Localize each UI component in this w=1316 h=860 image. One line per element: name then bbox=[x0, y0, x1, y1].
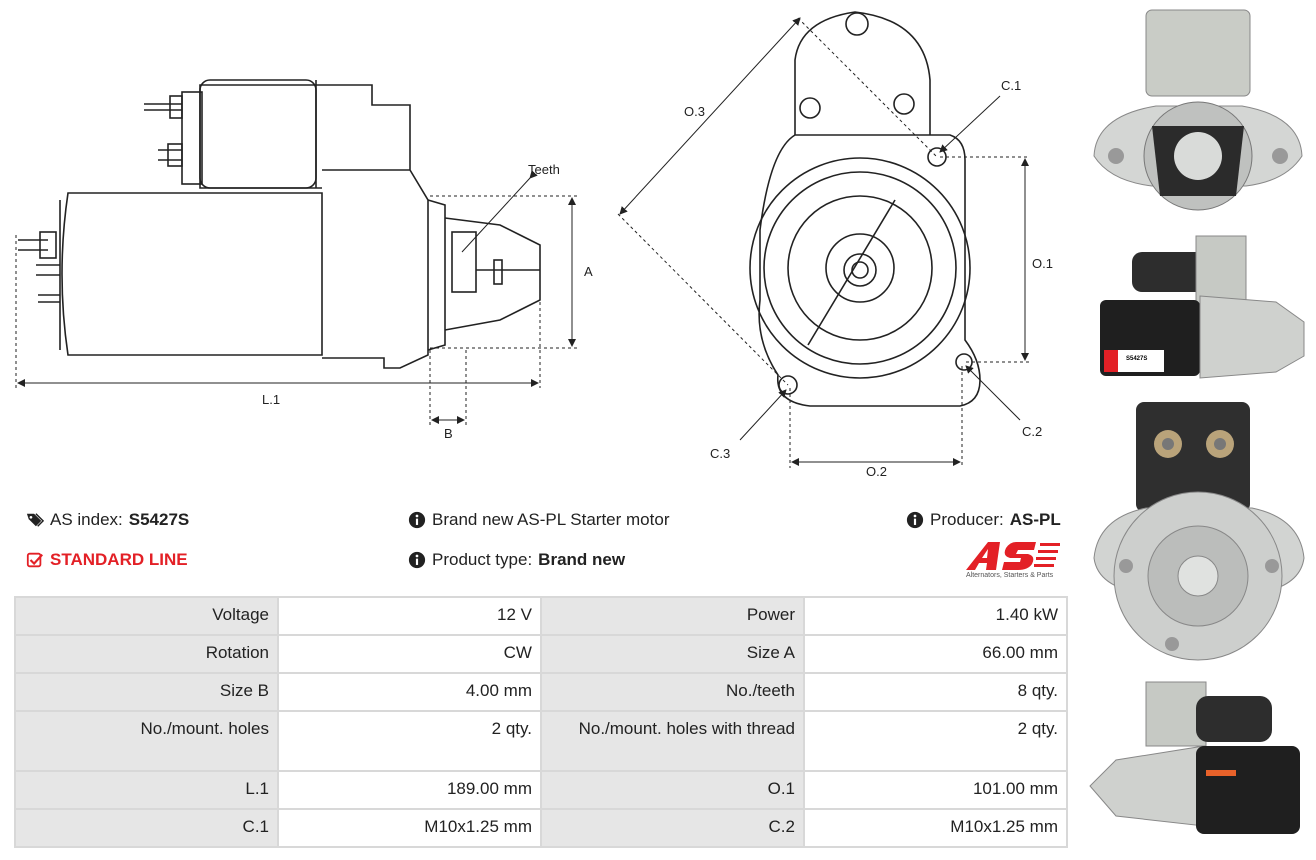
description-text: Brand new AS-PL Starter motor bbox=[432, 510, 670, 529]
standard-line-label: STANDARD LINE bbox=[50, 550, 188, 569]
spec-key: C.2 bbox=[541, 810, 803, 846]
product-type-value: Brand new bbox=[538, 550, 626, 569]
label-c1: C.1 bbox=[1001, 78, 1021, 93]
tags-icon bbox=[26, 513, 44, 527]
spec-value: 2 qty. bbox=[805, 712, 1066, 770]
spec-key: No./mount. holes with thread bbox=[541, 712, 803, 770]
spec-key: Power bbox=[541, 598, 803, 634]
product-type: Product type: Brand new bbox=[408, 550, 625, 570]
description: Brand new AS-PL Starter motor bbox=[408, 510, 669, 530]
info-icon bbox=[906, 511, 924, 529]
label-c3: C.3 bbox=[710, 446, 730, 461]
label-teeth: Teeth bbox=[528, 162, 560, 177]
spec-value: 4.00 mm bbox=[279, 674, 540, 710]
info-icon bbox=[408, 551, 426, 569]
spec-value: 66.00 mm bbox=[805, 636, 1066, 672]
spec-key: O.1 bbox=[541, 772, 803, 808]
spec-key: Size B bbox=[16, 674, 278, 710]
label-a: A bbox=[584, 264, 593, 279]
spec-value: 1.40 kW bbox=[805, 598, 1066, 634]
producer: Producer: AS-PL bbox=[906, 510, 1061, 530]
spec-value: 8 qty. bbox=[805, 674, 1066, 710]
spec-key: Size A bbox=[541, 636, 803, 672]
label-o2: O.2 bbox=[866, 464, 887, 479]
label-o1: O.1 bbox=[1032, 256, 1053, 271]
as-index-value: S5427S bbox=[128, 510, 190, 529]
spec-value: CW bbox=[279, 636, 540, 672]
spec-key: C.1 bbox=[16, 810, 278, 846]
spec-key: L.1 bbox=[16, 772, 278, 808]
spec-key: Voltage bbox=[16, 598, 278, 634]
product-photo-side: S5427S bbox=[1100, 235, 1305, 379]
technical-drawing: Teeth A L.1 B C.1 O.1 O.3 C.2 C.3 O.2 bbox=[15, 11, 1053, 479]
logo-mark bbox=[966, 542, 1060, 570]
check-square-icon bbox=[26, 552, 44, 568]
product-photo-side-rear bbox=[1089, 681, 1300, 834]
as-index: AS index: S5427S bbox=[26, 510, 189, 530]
product-photo-front bbox=[1093, 9, 1303, 211]
label-o3: O.3 bbox=[684, 104, 705, 119]
as-index-label: AS index: bbox=[50, 510, 123, 529]
label-c2: C.2 bbox=[1022, 424, 1042, 439]
spec-key: No./teeth bbox=[541, 674, 803, 710]
spec-value: M10x1.25 mm bbox=[279, 810, 540, 846]
spec-key: Rotation bbox=[16, 636, 278, 672]
label-b: B bbox=[444, 426, 453, 441]
standard-line: STANDARD LINE bbox=[26, 550, 188, 570]
label-l1: L.1 bbox=[262, 392, 280, 407]
product-type-label: Product type: bbox=[432, 550, 533, 569]
spec-value: M10x1.25 mm bbox=[805, 810, 1066, 846]
front-view bbox=[749, 11, 981, 407]
producer-label: Producer: bbox=[930, 510, 1004, 529]
spec-value: 12 V bbox=[279, 598, 540, 634]
logo-tagline: Alternators, Starters & Parts bbox=[966, 572, 1054, 579]
info-icon bbox=[408, 511, 426, 529]
spec-value: 101.00 mm bbox=[805, 772, 1066, 808]
as-pl-logo: Alternators, Starters & Parts bbox=[966, 540, 1068, 584]
product-photo-rear bbox=[1093, 402, 1305, 661]
spec-value: 2 qty. bbox=[279, 712, 540, 770]
photo-label-code: S5427S bbox=[1126, 356, 1147, 362]
spec-value: 189.00 mm bbox=[279, 772, 540, 808]
producer-value: AS-PL bbox=[1009, 510, 1061, 529]
side-view bbox=[18, 79, 541, 369]
spec-key: No./mount. holes bbox=[16, 712, 278, 770]
